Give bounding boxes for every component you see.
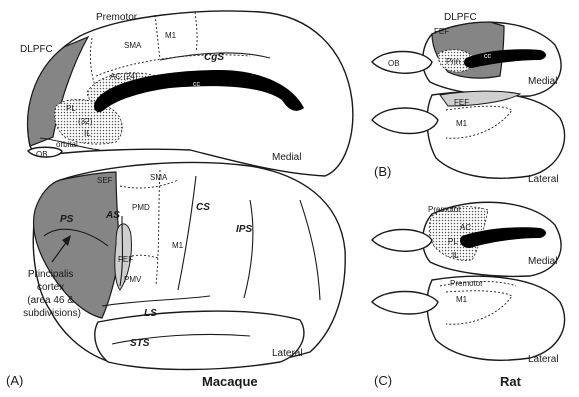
rat-c-lateral-view xyxy=(372,276,565,360)
label-b-fef-top: FEF xyxy=(434,27,449,36)
label-cs: CS xyxy=(196,202,210,213)
label-dlpfc: DLPFC xyxy=(20,44,53,55)
rat-b-olfactory-lateral xyxy=(372,108,438,134)
label-sts: STS xyxy=(130,338,150,349)
label-sma-lateral: SMA xyxy=(150,173,168,182)
panel-label-c: (C) xyxy=(374,373,392,388)
label-fef: FEF xyxy=(118,255,133,264)
label-sef: SEF xyxy=(97,176,113,185)
label-cgs: CgS xyxy=(204,52,224,63)
label-b-lateral: Lateral xyxy=(528,174,559,185)
label-b-medial: Medial xyxy=(528,76,557,87)
label-medial-a: Medial xyxy=(272,152,301,163)
label-b-fef-lateral: FEF xyxy=(454,98,469,107)
label-premotor: Premotor xyxy=(96,12,138,23)
label-c-pl: PL xyxy=(448,237,458,246)
rat-c-lateral-outline xyxy=(427,276,565,360)
label-b-dlpfc: DLPFC xyxy=(444,12,477,23)
label-ac: AC (24) xyxy=(110,72,138,81)
label-c-premotor-top: Premotor xyxy=(428,205,461,214)
label-b-m1: M1 xyxy=(456,119,468,128)
label-b-ob: OB xyxy=(388,59,400,68)
macaque-medial-outline xyxy=(28,11,353,176)
label-ips: IPS xyxy=(236,224,252,235)
label-pmd: PMD xyxy=(132,203,150,212)
label-b-cc: cc xyxy=(484,53,492,60)
label-m1-medial: M1 xyxy=(165,31,177,40)
label-pl: PL xyxy=(66,104,76,113)
label-il: IL xyxy=(84,129,91,138)
label-ps: PS xyxy=(60,214,74,225)
label-c-lateral: Lateral xyxy=(528,354,559,365)
species-label-rat: Rat xyxy=(500,374,522,389)
label-area32: (32) xyxy=(78,117,93,126)
label-sma-medial: SMA xyxy=(124,41,142,50)
label-lateral-a: Lateral xyxy=(272,348,303,359)
rat-b-olfactory-bulb xyxy=(372,52,432,74)
label-c-il: IL xyxy=(452,251,459,260)
macaque-temporal-lobe xyxy=(95,311,304,369)
label-c-m1: M1 xyxy=(456,295,468,304)
panel-label-b: (B) xyxy=(374,164,391,179)
rat-c-olfactory-lateral xyxy=(372,292,438,315)
label-m1-lateral: M1 xyxy=(172,241,184,250)
rat-c-olfactory-bulb xyxy=(372,230,432,252)
macaque-medial-view xyxy=(28,11,353,176)
label-as: AS xyxy=(105,210,120,221)
macaque-lateral-view xyxy=(33,162,345,369)
label-ob: OB xyxy=(36,150,48,159)
label-c-ac: AC xyxy=(460,223,471,232)
label-c-medial: Medial xyxy=(528,256,557,267)
label-orbital: orbital xyxy=(56,140,78,149)
label-pmv: PMV xyxy=(124,275,142,284)
label-b-prin: Prin xyxy=(446,57,460,66)
label-c-premotor-lateral: Premotor xyxy=(450,279,483,288)
label-ls: LS xyxy=(144,308,157,319)
label-cc: cc xyxy=(193,81,201,88)
panel-label-a: (A) xyxy=(6,373,23,388)
species-label-macaque: Macaque xyxy=(202,374,258,389)
